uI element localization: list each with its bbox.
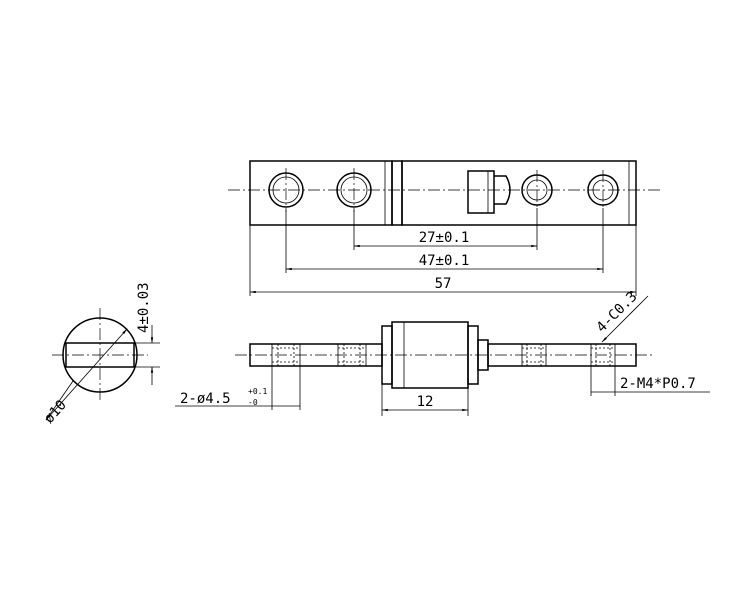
- right-shaft: [487, 343, 637, 367]
- thread-hole-1: [521, 170, 553, 210]
- side-view: 2-ø4.5 +0.1 -0 12 4-C0.3 2-M4*P0.7: [175, 289, 710, 416]
- hole-1: [268, 168, 304, 212]
- dim-text-collar: 12: [417, 394, 434, 410]
- right-plate: [401, 160, 637, 226]
- side-hole-1: [271, 343, 301, 367]
- dim-text-27: 27±0.1: [419, 230, 470, 246]
- thread-hole-2: [587, 170, 619, 210]
- side-thread-2: [590, 343, 616, 367]
- top-view: 27±0.1 47±0.1 57: [228, 160, 660, 296]
- key-block: [467, 170, 511, 214]
- dim-text-47: 47±0.1: [419, 253, 470, 269]
- side-hole-2: [337, 343, 367, 367]
- dim-text-flat: 4±0.03: [136, 282, 152, 333]
- center-web: [391, 160, 403, 226]
- dim-text-chamfer: 4-C0.3: [594, 289, 641, 336]
- hole-2: [336, 168, 372, 212]
- end-view: 4±0.03 ø10: [41, 282, 160, 427]
- side-thread-1: [521, 343, 547, 367]
- dim-text-diameter: ø10: [41, 397, 70, 427]
- dim-text-hole: 2-ø4.5: [180, 391, 231, 407]
- dim-text-hole-tol-upper: +0.1: [248, 387, 267, 396]
- dim-text-57: 57: [435, 276, 452, 292]
- dim-text-hole-tol-lower: -0: [248, 398, 258, 407]
- dim-text-thread: 2-M4*P0.7: [620, 376, 696, 392]
